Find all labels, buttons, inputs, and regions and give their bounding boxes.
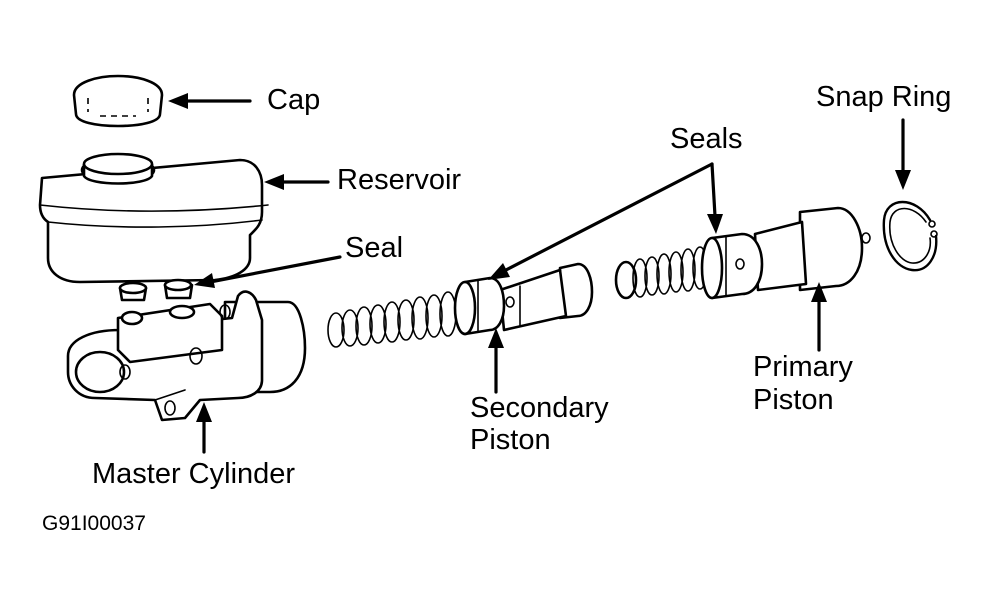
seals-label: Seals xyxy=(670,123,743,155)
secondary-piston-label-line1: Secondary xyxy=(470,392,609,424)
cap-part xyxy=(72,74,164,128)
reservoir-label: Reservoir xyxy=(337,164,462,196)
primary-piston-part xyxy=(700,206,871,300)
reservoir-part xyxy=(38,152,269,284)
seal-label: Seal xyxy=(345,232,404,264)
secondary-spring xyxy=(327,291,457,348)
master-cylinder-label: Master Cylinder xyxy=(92,458,296,490)
figure-code: G91I00037 xyxy=(42,512,146,535)
secondary-piston-label-line2: Piston xyxy=(470,424,551,456)
leader-arrows xyxy=(168,93,911,454)
snap-ring-part xyxy=(882,200,938,272)
secondary-piston-part xyxy=(453,262,594,336)
master-cylinder-body xyxy=(66,290,307,422)
primary-piston-label-line2: Piston xyxy=(753,384,834,416)
primary-spring xyxy=(614,246,708,300)
primary-piston-label-line1: Primary xyxy=(753,351,853,383)
snap-ring-label: Snap Ring xyxy=(816,81,952,113)
grommet-seals xyxy=(118,278,194,302)
cap-label: Cap xyxy=(267,84,321,116)
